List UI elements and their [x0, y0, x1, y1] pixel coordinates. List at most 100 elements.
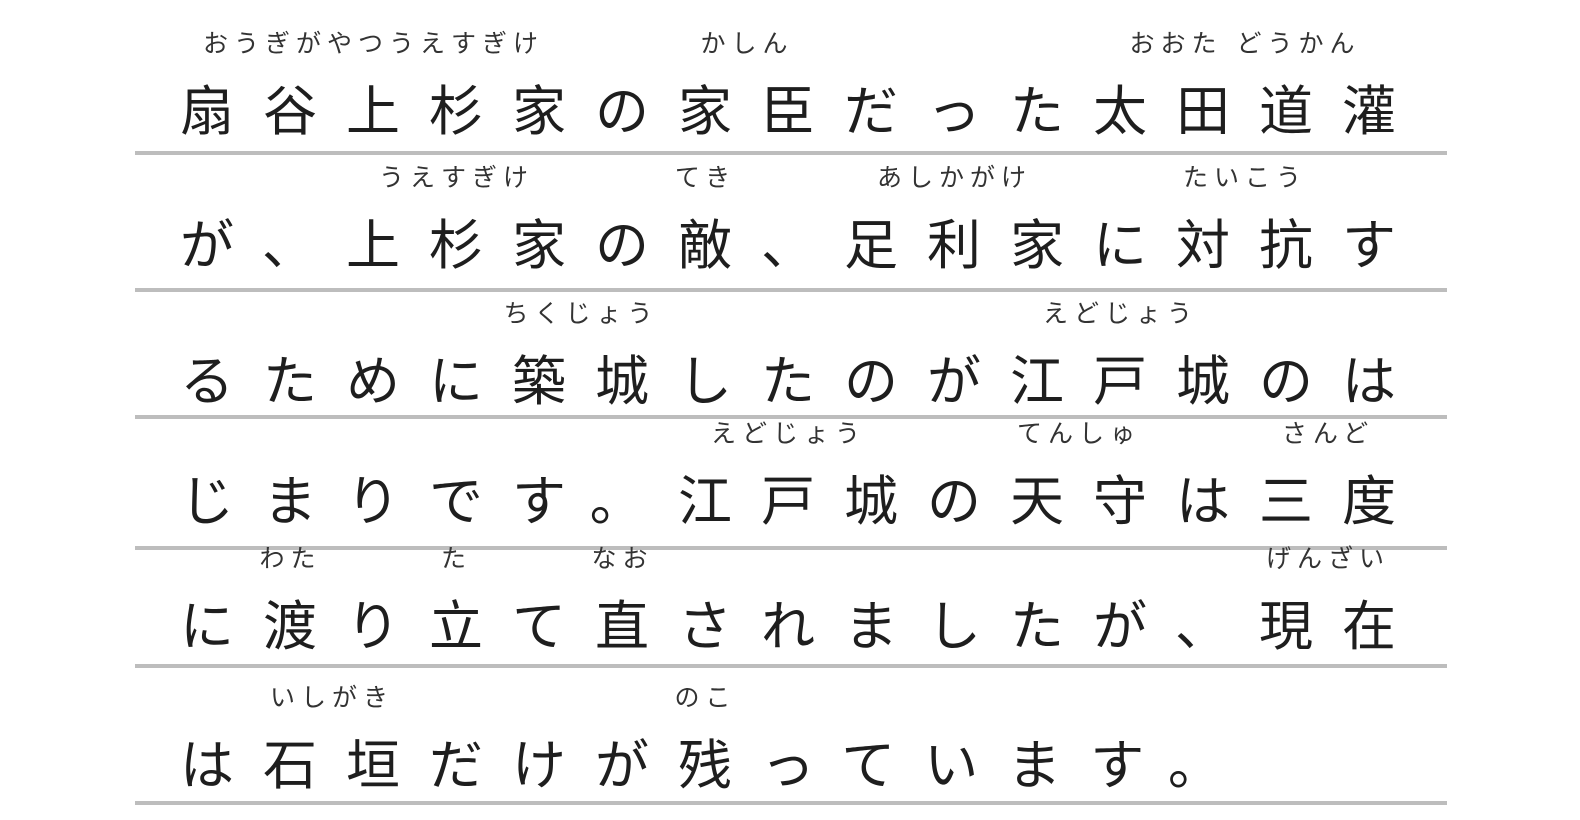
text-segment: り — [332, 597, 415, 657]
ruby-word: 立た — [415, 544, 512, 658]
base-text: は — [180, 734, 263, 797]
base-text: っています。 — [761, 734, 1251, 797]
text-segment: に — [166, 597, 249, 657]
base-text: に — [180, 595, 263, 658]
base-text: したのが — [678, 350, 1010, 413]
text-line-5: に渡わたり立たて直なおされましたが、現在げんざい — [166, 544, 1425, 658]
ruby-word: 足利家 あしかがけ — [830, 163, 1093, 277]
base-text: 立 — [429, 595, 512, 658]
ruled-line — [135, 664, 1447, 668]
text-segment: の — [581, 216, 664, 276]
base-text: 上杉家 — [346, 214, 595, 277]
furigana: のこ — [674, 683, 737, 712]
text-line-3: るために築城 ちくじょうしたのが江戸城 えどじょうのは — [166, 299, 1411, 413]
ruled-line — [135, 801, 1447, 805]
base-text: 、 — [761, 214, 844, 277]
base-text: 扇谷上杉家 — [180, 80, 595, 143]
ruby-word: 残 のこ — [664, 683, 761, 797]
ruby-word: 三度さんど — [1245, 419, 1411, 532]
ruby-word: 上杉家 うえすぎけ — [332, 163, 595, 277]
ruled-line — [135, 415, 1447, 419]
text-segment: が、 — [166, 216, 332, 276]
base-text: は — [1176, 470, 1259, 533]
text-segment: じまりです。 — [166, 472, 664, 532]
base-text: 対抗 — [1176, 214, 1342, 277]
base-text: の — [927, 470, 1010, 533]
furigana: うえすぎけ — [378, 163, 534, 192]
text-segment: は — [1162, 472, 1245, 532]
ruby-word: 太田道灌 おおた どうかん — [1079, 29, 1425, 143]
furigana: さんど — [1281, 419, 1375, 448]
ruby-word: 江戸城 えどじょう — [996, 299, 1259, 413]
base-text: て — [512, 595, 595, 658]
base-text: 残 — [678, 734, 761, 797]
furigana: かしん — [700, 29, 794, 58]
ruby-word: 渡 わた — [249, 544, 346, 658]
base-text: り — [346, 595, 429, 658]
base-text: 築城 — [512, 350, 678, 413]
ruby-word: 直 なお — [581, 544, 678, 658]
base-text: だけが — [429, 734, 678, 797]
ruby-word: 石垣 いしがき — [249, 683, 429, 797]
furigana: げんざい — [1265, 544, 1390, 573]
base-text: 直 — [595, 595, 678, 658]
furigana: てんしゅ — [1016, 419, 1141, 448]
base-text: じまりです。 — [180, 470, 673, 533]
ruled-line — [135, 288, 1447, 292]
text-segment: の — [581, 82, 664, 142]
furigana: いしがき — [269, 683, 394, 712]
furigana: わた — [259, 544, 322, 573]
base-text: 足利家 — [844, 214, 1093, 277]
base-text: のは — [1259, 350, 1425, 413]
base-text: 家臣 — [678, 80, 844, 143]
base-text: 石垣 — [263, 734, 429, 797]
text-segment: に — [1079, 216, 1162, 276]
base-text: 敵 — [678, 214, 761, 277]
ruby-word: 築城 ちくじょう — [498, 299, 678, 413]
base-text: 天守 — [1010, 470, 1176, 533]
text-segment: て — [498, 597, 581, 657]
text-segment: だけが — [415, 736, 664, 796]
base-text: す — [1342, 214, 1425, 277]
furigana: てき — [674, 163, 737, 192]
base-text: 渡 — [263, 595, 346, 658]
furigana: なお — [591, 544, 654, 573]
text-segment: の — [913, 472, 996, 532]
text-segment: す — [1328, 216, 1411, 276]
furigana: えどじょう — [1042, 299, 1198, 328]
ruby-word: 敵 てき — [664, 163, 761, 277]
base-text: 江戸城 — [678, 470, 927, 533]
furigana: おおた どうかん — [1129, 29, 1361, 58]
base-text: の — [595, 214, 678, 277]
text-segment: されましたが、 — [664, 597, 1245, 657]
text-segment: したのが — [664, 352, 996, 412]
ruled-line — [135, 546, 1447, 550]
base-text: るために — [180, 350, 512, 413]
text-segment: のは — [1245, 352, 1411, 412]
ruby-word: 扇谷上杉家 おうぎがやつうえすぎけ — [166, 29, 595, 143]
furigana: たいこう — [1182, 163, 1307, 192]
ruby-word: 対抗 たいこう — [1162, 163, 1342, 277]
furigana: えどじょう — [710, 419, 866, 448]
ruby-word: 現在 げんざい — [1245, 544, 1425, 658]
base-text: に — [1093, 214, 1176, 277]
furigana: おうぎがやつうえすぎけ — [202, 29, 544, 58]
text-segment: だった — [830, 82, 1079, 142]
furigana: あしかがけ — [876, 163, 1032, 192]
base-text: 太田道灌 — [1093, 80, 1425, 143]
text-segment: っています。 — [747, 736, 1245, 796]
ruled-line — [135, 151, 1447, 155]
text-line-2: が、上杉家 うえすぎけの敵 てき、足利家 あしかがけに対抗 たいこうす — [166, 163, 1411, 277]
furigana: た — [440, 544, 472, 573]
base-text: 江戸城 — [1010, 350, 1259, 413]
base-text: だった — [844, 80, 1093, 143]
text-line-4: じまりです。江戸城えどじょうの天守てんしゅは三度さんど — [166, 419, 1411, 533]
ruby-word: 家臣 かしん — [664, 29, 844, 143]
text-segment: は — [166, 736, 249, 796]
text-line-1: 扇谷上杉家 おうぎがやつうえすぎけの家臣 かしんだった太田道灌 おおた どうかん — [166, 29, 1425, 143]
text-segment: 、 — [747, 216, 830, 276]
base-text: 現在 — [1259, 595, 1425, 658]
ruby-word: 天守 てんしゅ — [996, 419, 1176, 533]
base-text: が、 — [180, 214, 345, 277]
furigana: ちくじょう — [503, 299, 659, 328]
